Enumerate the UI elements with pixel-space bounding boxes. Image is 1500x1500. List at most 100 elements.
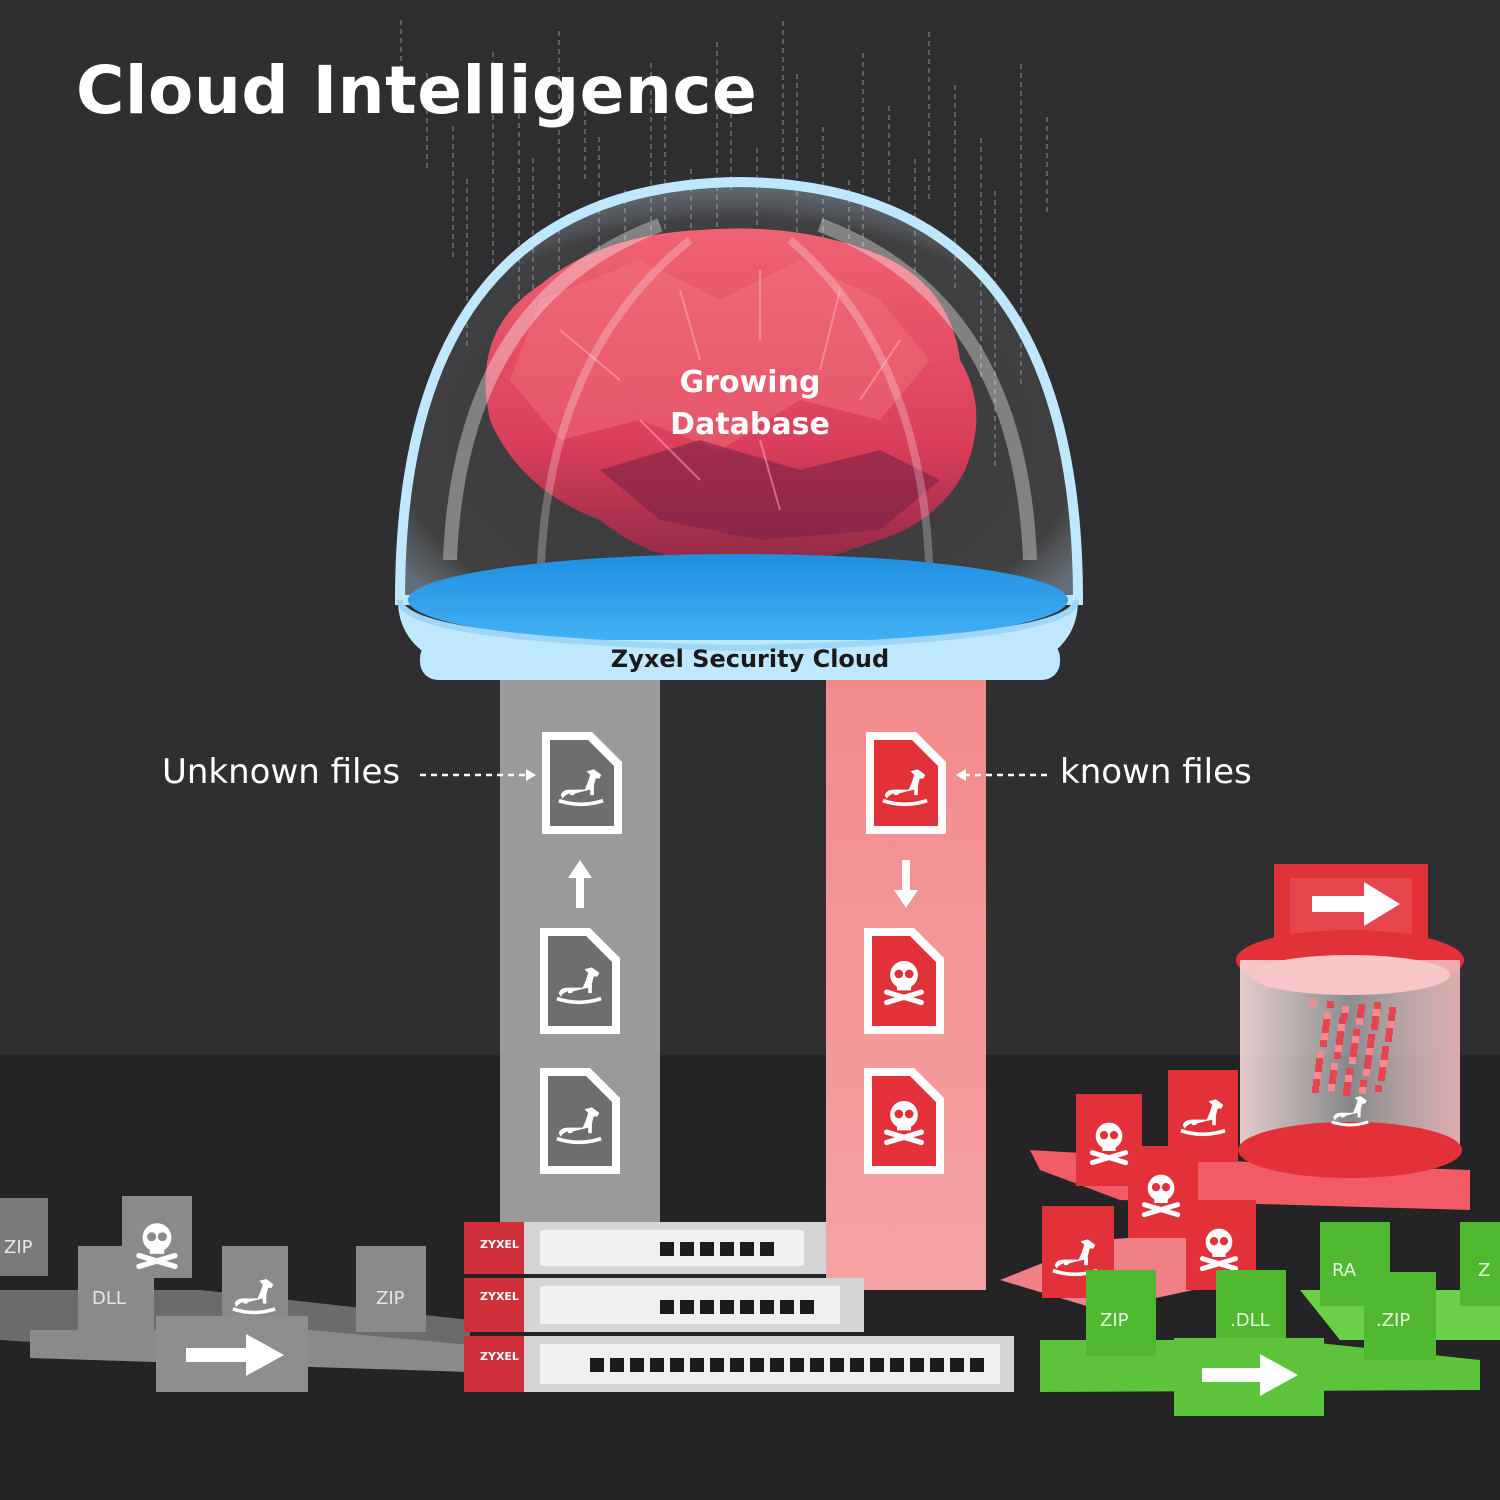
binary-digit bbox=[716, 78, 718, 83]
binary-digit bbox=[1020, 100, 1022, 105]
binary-digit bbox=[914, 213, 916, 218]
dissolve-pixel bbox=[1385, 1035, 1392, 1042]
file-tag: ZIP bbox=[4, 1237, 33, 1258]
binary-digit bbox=[690, 169, 692, 174]
binary-digit bbox=[994, 245, 996, 250]
binary-digit bbox=[558, 193, 560, 198]
binary-digit bbox=[400, 29, 402, 34]
binary-digit bbox=[914, 168, 916, 173]
binary-digit bbox=[584, 93, 586, 98]
ethernet-port bbox=[660, 1242, 674, 1256]
binary-digit bbox=[426, 100, 428, 105]
ethernet-port bbox=[730, 1358, 744, 1372]
binary-digit bbox=[928, 176, 930, 181]
binary-digit bbox=[954, 166, 956, 171]
binary-digit bbox=[888, 196, 890, 201]
dissolve-pixel bbox=[1350, 1050, 1357, 1057]
ethernet-port bbox=[770, 1358, 784, 1372]
binary-digit bbox=[492, 169, 494, 174]
binary-digit bbox=[426, 118, 428, 123]
binary-digit bbox=[518, 195, 520, 200]
binary-digit bbox=[1046, 117, 1048, 122]
file-tag: .ZIP bbox=[1376, 1310, 1410, 1331]
unknown-file-icon bbox=[542, 732, 622, 834]
binary-digit bbox=[426, 109, 428, 114]
binary-digit bbox=[730, 131, 732, 136]
binary-digit bbox=[1046, 207, 1048, 212]
binary-digit bbox=[716, 141, 718, 146]
unknown-file-icon bbox=[540, 928, 620, 1034]
binary-digit bbox=[716, 60, 718, 65]
binary-digit bbox=[558, 121, 560, 126]
binary-digit bbox=[664, 152, 666, 157]
binary-digit bbox=[558, 94, 560, 99]
dissolve-pixel bbox=[1375, 1085, 1382, 1092]
dissolve-pixel bbox=[1323, 1019, 1330, 1026]
dissolve-pixel bbox=[1331, 1063, 1338, 1070]
binary-digit bbox=[888, 115, 890, 120]
dissolve-pixel bbox=[1328, 1084, 1335, 1091]
ethernet-port bbox=[790, 1358, 804, 1372]
binary-digit bbox=[954, 139, 956, 144]
dissolve-pixel bbox=[1345, 1075, 1352, 1082]
binary-digit bbox=[862, 161, 864, 166]
binary-digit bbox=[730, 149, 732, 154]
binary-digit bbox=[796, 110, 798, 115]
binary-digit bbox=[1020, 253, 1022, 258]
binary-digit bbox=[796, 146, 798, 151]
binary-digit bbox=[466, 287, 468, 292]
binary-digit bbox=[796, 155, 798, 160]
binary-digit bbox=[584, 156, 586, 161]
binary-digit bbox=[584, 138, 586, 143]
dissolve-pixel bbox=[1360, 1080, 1367, 1087]
binary-digit bbox=[518, 177, 520, 182]
ethernet-port bbox=[910, 1358, 924, 1372]
dissolve-pixel bbox=[1386, 1028, 1393, 1035]
binary-digit bbox=[928, 149, 930, 154]
binary-digit bbox=[492, 115, 494, 120]
binary-digit bbox=[426, 163, 428, 168]
ethernet-port bbox=[780, 1300, 794, 1314]
dissolve-pixel bbox=[1389, 1007, 1396, 1014]
binary-digit bbox=[492, 70, 494, 75]
dissolve-pixel bbox=[1353, 1029, 1360, 1036]
binary-digit bbox=[980, 183, 982, 188]
binary-digit bbox=[558, 112, 560, 117]
binary-digit bbox=[518, 141, 520, 146]
binary-digit bbox=[1020, 307, 1022, 312]
dissolve-pixel bbox=[1363, 1069, 1370, 1076]
binary-digit bbox=[518, 186, 520, 191]
dissolve-pixel bbox=[1343, 1089, 1350, 1096]
binary-digit bbox=[1046, 144, 1048, 149]
binary-digit bbox=[584, 174, 586, 179]
page-title: Cloud Intelligence bbox=[76, 52, 758, 129]
binary-digit bbox=[914, 204, 916, 209]
binary-digit bbox=[598, 164, 600, 169]
binary-digit bbox=[492, 61, 494, 66]
ethernet-port bbox=[710, 1358, 724, 1372]
binary-digit bbox=[1046, 126, 1048, 131]
malicious-file-icon bbox=[864, 1068, 944, 1174]
dissolve-pixel bbox=[1338, 1024, 1345, 1031]
binary-digit bbox=[796, 74, 798, 79]
binary-digit bbox=[928, 158, 930, 163]
binary-digit bbox=[492, 214, 494, 219]
ethernet-port bbox=[970, 1358, 984, 1372]
binary-digit bbox=[954, 85, 956, 90]
binary-digit bbox=[888, 142, 890, 147]
binary-digit bbox=[664, 179, 666, 184]
binary-digit bbox=[756, 166, 758, 171]
dissolve-pixel bbox=[1324, 1012, 1331, 1019]
dissolve-pixel bbox=[1330, 1070, 1337, 1077]
binary-digit bbox=[716, 42, 718, 47]
binary-digit bbox=[518, 114, 520, 119]
dissolve-pixel bbox=[1366, 1048, 1373, 1055]
binary-digit bbox=[782, 111, 784, 116]
binary-digit bbox=[888, 187, 890, 192]
binary-digit bbox=[888, 106, 890, 111]
binary-digit bbox=[466, 179, 468, 184]
arrow-right-icon bbox=[1202, 1354, 1298, 1396]
ethernet-port bbox=[650, 1358, 664, 1372]
binary-digit bbox=[928, 167, 930, 172]
